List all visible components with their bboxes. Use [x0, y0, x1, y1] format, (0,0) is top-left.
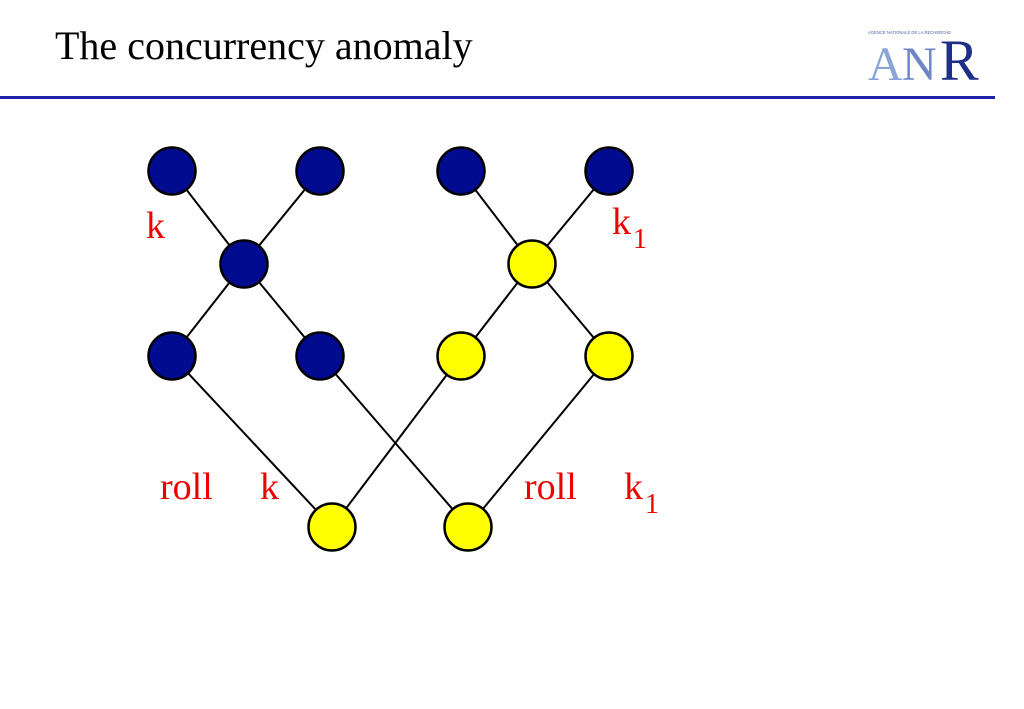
label-k1: k1 [612, 201, 647, 255]
edge-l4-b2 [467, 355, 610, 528]
logo-letter-n: N [902, 38, 937, 82]
node-n4-blue [584, 146, 634, 196]
edge-l1-b1 [171, 355, 333, 528]
node-n2-blue [295, 146, 345, 196]
label-k1-sub: 1 [633, 224, 647, 255]
title-rule [0, 96, 995, 99]
node-b2-yellow [443, 502, 493, 552]
node-l2-blue [295, 331, 345, 381]
label-roll-k-word: roll [160, 466, 213, 508]
edge-l2-b2 [319, 355, 469, 528]
label-roll-k1-word: roll [524, 466, 577, 508]
label-roll-k1: k1 [624, 466, 659, 520]
logo-letter-r: R [940, 28, 979, 82]
node-n1-blue [147, 146, 197, 196]
nodes [147, 146, 634, 552]
logo-caption: AGENCE NATIONALE DE LA RECHERCHE [868, 30, 951, 35]
label-roll-k1-sub: 1 [645, 489, 659, 520]
node-l4-yellow [584, 331, 634, 381]
node-b1-yellow [307, 502, 357, 552]
node-m2-yellow [507, 239, 557, 289]
edge-l3-b1 [331, 355, 462, 528]
label-k: k [146, 205, 165, 247]
anr-logo: AGENCE NATIONALE DE LA RECHERCHE A N R [868, 28, 979, 82]
label-roll-k-var: k [260, 466, 279, 508]
node-n3-blue [436, 146, 486, 196]
node-l3-yellow [436, 331, 486, 381]
logo-letter-a: A [868, 38, 903, 82]
node-l1-blue [147, 331, 197, 381]
node-m1-blue [219, 239, 269, 289]
label-roll-k1-var: k [624, 466, 643, 508]
label-k1-base: k [612, 201, 631, 243]
slide-title: The concurrency anomaly [55, 23, 473, 68]
